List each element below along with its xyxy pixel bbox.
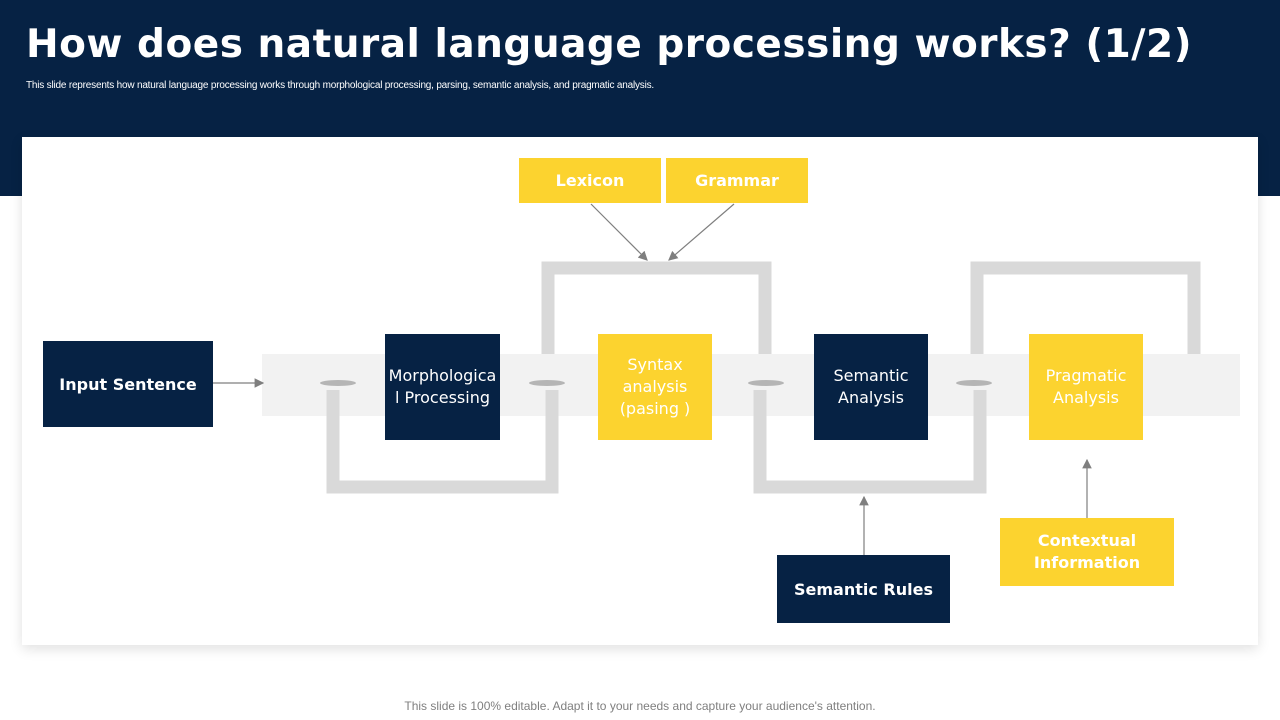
lexicon-box: Lexicon: [519, 158, 661, 203]
morph-bottom-loop: [326, 390, 559, 494]
semantic-rules-label: Semantic Rules: [794, 579, 933, 599]
slide-subtitle: This slide represents how natural langua…: [26, 80, 655, 91]
semantic-rules-box: Semantic Rules: [777, 555, 950, 623]
morphological-processing-box: Morphologica l Processing: [385, 334, 500, 440]
pragmatic-top-loop: [970, 261, 1201, 354]
grammar-label: Grammar: [695, 171, 779, 190]
band-shadow: [529, 380, 565, 386]
input-sentence-box: Input Sentence: [43, 341, 213, 427]
footer-note: This slide is 100% editable. Adapt it to…: [404, 699, 876, 713]
lexicon-arrow: [590, 203, 648, 261]
semantic-analysis-box: Semantic Analysis: [814, 334, 928, 440]
band-shadow: [748, 380, 784, 386]
semantic-analysis-label: Semantic Analysis: [833, 366, 909, 407]
pragmatic-analysis-label: Pragmatic Analysis: [1045, 366, 1127, 407]
contextual-information-box: Contextual Information: [1000, 518, 1174, 586]
input-sentence-label: Input Sentence: [59, 374, 197, 394]
syntax-analysis-label: Syntax analysis (pasing ): [619, 355, 691, 418]
lexicon-label: Lexicon: [555, 171, 625, 190]
pragmatic-analysis-box: Pragmatic Analysis: [1029, 334, 1143, 440]
grammar-box: Grammar: [666, 158, 808, 203]
band-shadow: [956, 380, 992, 386]
syntax-top-loop: [541, 261, 772, 354]
slide-title: How does natural language processing wor…: [26, 22, 1193, 67]
grammar-arrow: [668, 203, 735, 261]
syntax-analysis-box: Syntax analysis (pasing ): [598, 334, 712, 440]
contextual-information-label: Contextual Information: [1033, 531, 1141, 572]
band-shadow: [320, 380, 356, 386]
semantic-bottom-loop: [753, 390, 987, 494]
morphological-processing-label: Morphologica l Processing: [388, 366, 497, 407]
